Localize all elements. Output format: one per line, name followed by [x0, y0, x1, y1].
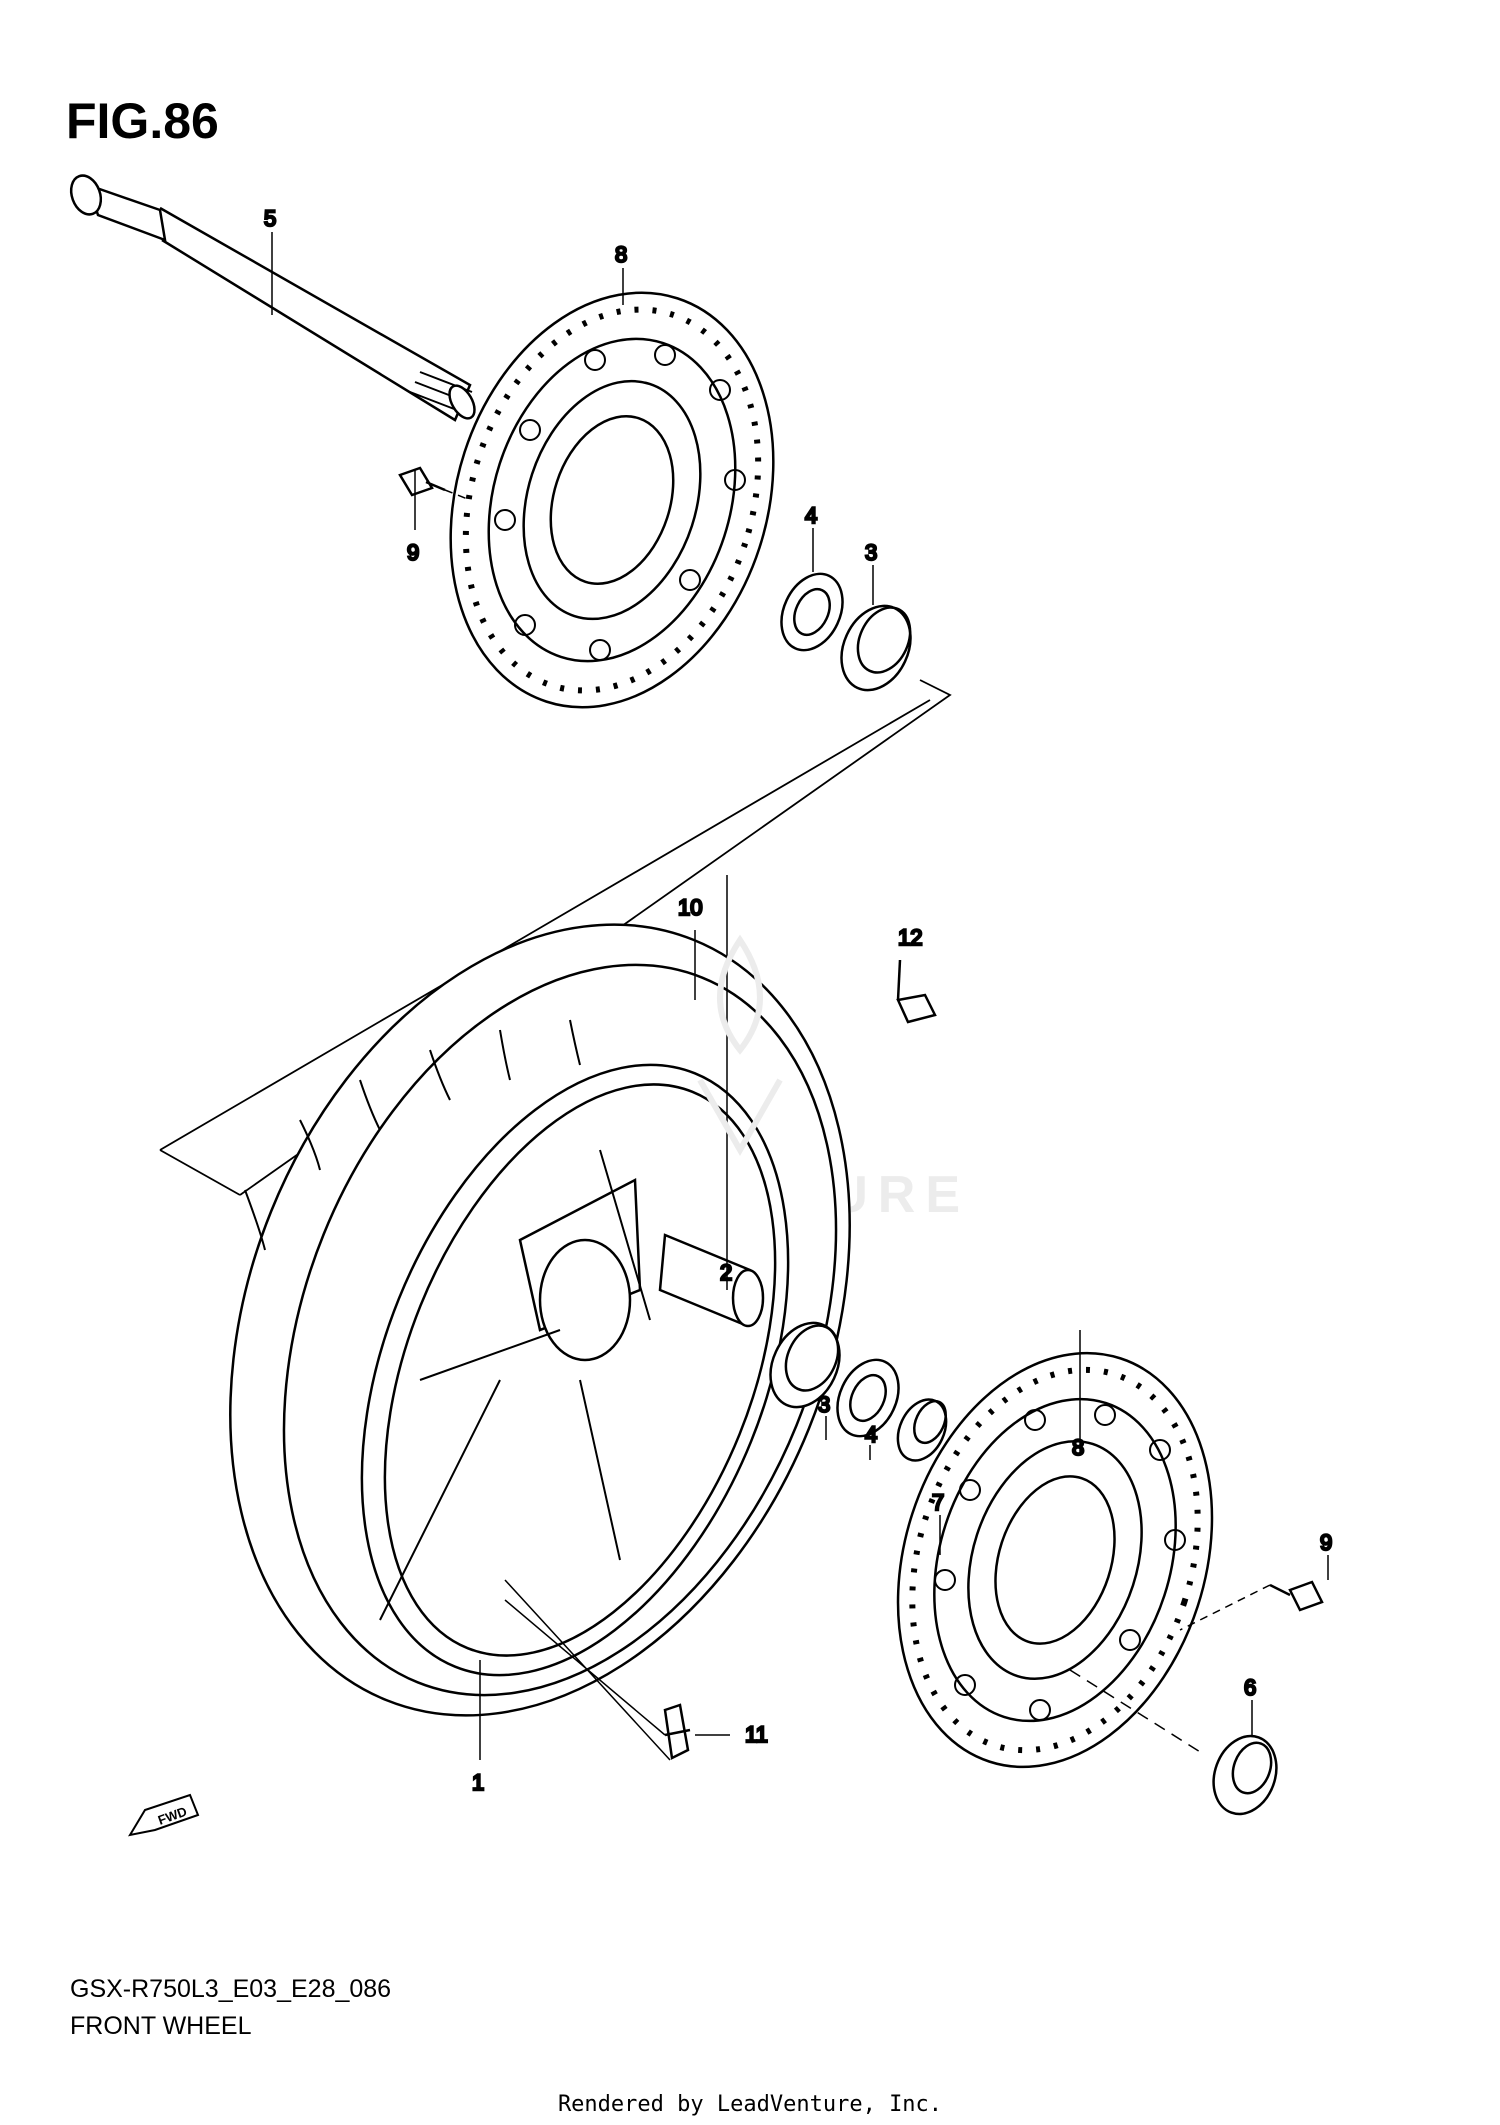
callout-9-upper: 9	[407, 540, 419, 565]
seal-upper-part-4[interactable]	[770, 564, 855, 660]
fwd-arrow-icon: FWD	[127, 1793, 200, 1837]
brake-disc-lower-part-8[interactable]	[847, 1312, 1263, 1808]
balance-weight-part-12[interactable]	[896, 959, 937, 1024]
seal-lower-part-4[interactable]	[826, 1350, 911, 1446]
callout-9-lower: 9	[1320, 1530, 1332, 1555]
figure-title: FIG.86	[66, 93, 219, 149]
model-code: GSX-R750L3_E03_E28_086	[70, 1975, 392, 2003]
screw-upper-part-9[interactable]	[398, 466, 471, 501]
callout-8-upper: 8	[615, 242, 627, 267]
brake-disc-upper-part-8[interactable]	[399, 250, 825, 749]
axle-part-5[interactable]	[66, 171, 480, 422]
nut-part-6[interactable]	[1203, 1727, 1287, 1823]
footer-credit: Rendered by LeadVenture, Inc.	[557, 2092, 943, 2117]
callout-11: 11	[745, 1722, 768, 1747]
callout-4-upper: 4	[805, 503, 817, 528]
callout-1: 1	[472, 1770, 484, 1795]
callout-2: 2	[720, 1260, 732, 1285]
bearing-lower-part-3[interactable]	[757, 1312, 852, 1419]
callout-3-upper: 3	[865, 540, 877, 565]
callout-10: 10	[678, 895, 702, 920]
callout-3-lower: 3	[818, 1392, 830, 1417]
callout-7: 7	[932, 1490, 944, 1515]
valve-part-11[interactable]	[663, 1703, 691, 1760]
spacer-part-2[interactable]	[658, 1233, 765, 1328]
bearing-upper-part-3[interactable]	[828, 595, 923, 702]
screw-lower-part-9[interactable]	[1179, 1580, 1324, 1631]
section-name: FRONT WHEEL	[70, 2012, 252, 2040]
callout-12: 12	[898, 925, 922, 950]
collar-part-7[interactable]	[889, 1392, 956, 1469]
callout-5: 5	[264, 206, 276, 231]
wheel-rim-part-1[interactable]	[279, 1002, 871, 1738]
leadventure-flame-logo-icon	[697, 934, 783, 1157]
callout-8-lower: 8	[1072, 1435, 1084, 1460]
callout-4-lower: 4	[865, 1422, 877, 1447]
callout-6: 6	[1244, 1675, 1256, 1700]
